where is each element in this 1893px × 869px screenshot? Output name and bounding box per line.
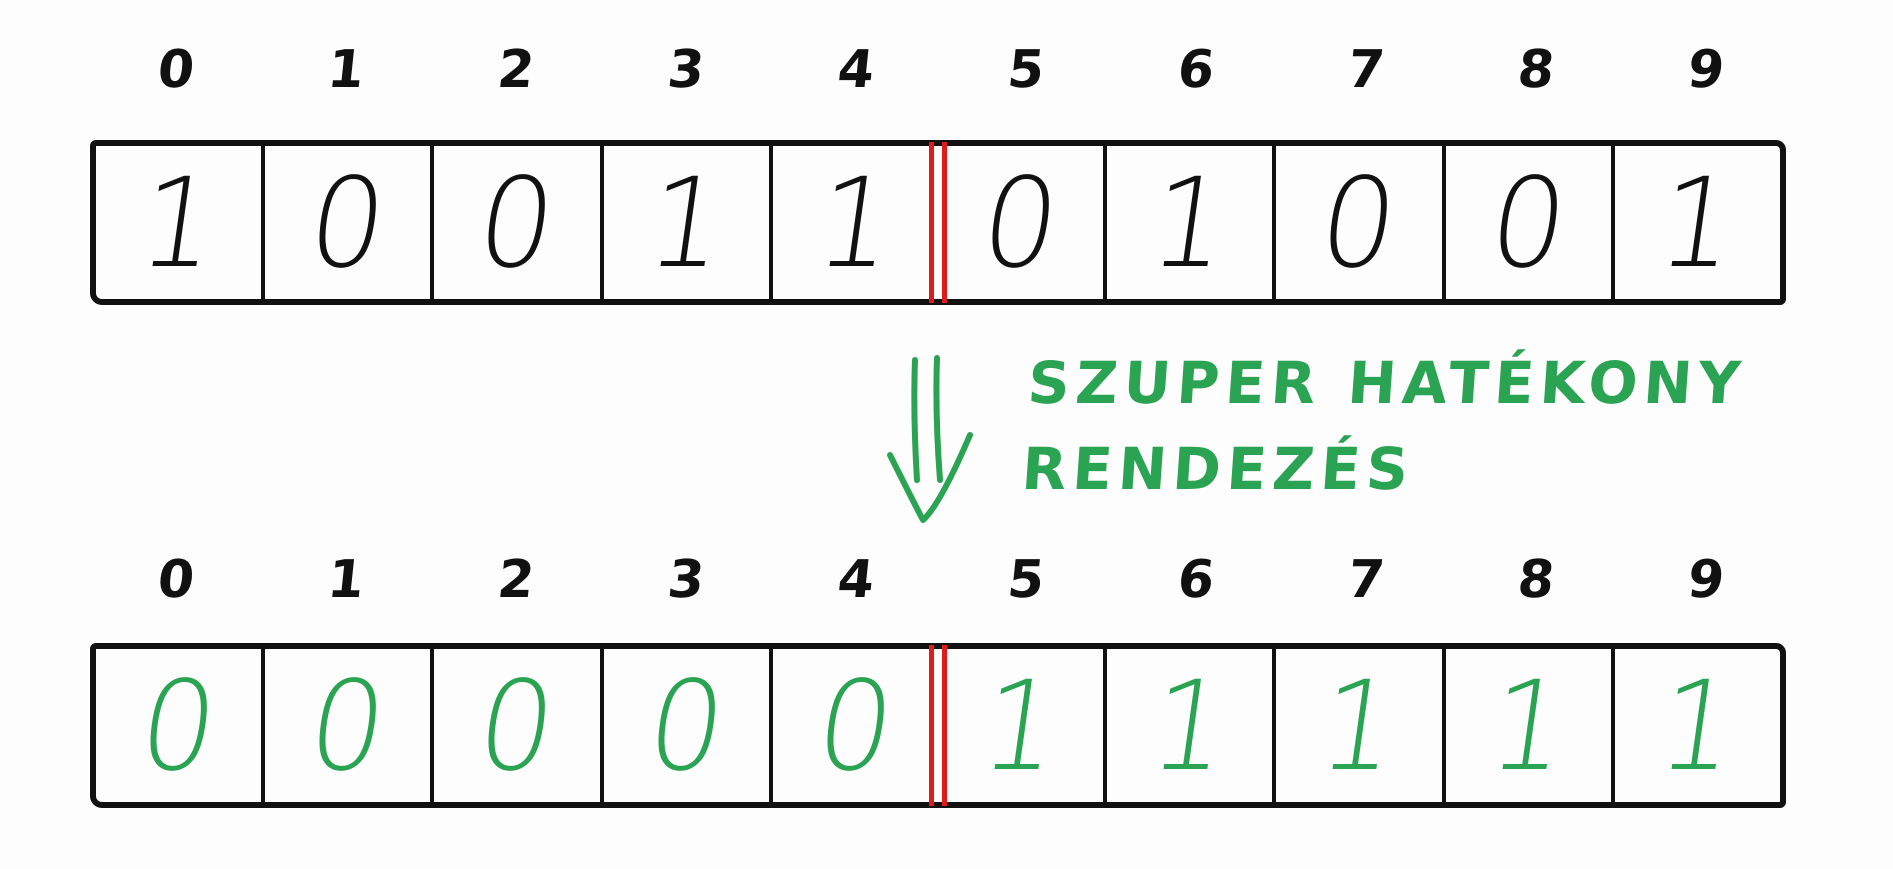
bottom-cell-0: 0	[96, 649, 266, 802]
top-cell-value: 0	[469, 150, 565, 295]
bottom-index-1: 1	[324, 550, 368, 610]
bottom-index-2: 2	[494, 550, 538, 610]
bottom-cell-7: 1	[1276, 649, 1446, 802]
bottom-cell-9: 1	[1615, 649, 1780, 802]
top-index-2: 2	[494, 40, 538, 100]
bottom-index-row: 0 1 2 3 4 5 6 7 8 9	[90, 550, 1790, 630]
bottom-index-8: 8	[1514, 550, 1558, 610]
top-index-0: 0	[154, 40, 198, 100]
bottom-cell-value: 1	[1142, 653, 1238, 798]
top-index-4: 4	[834, 40, 878, 100]
bottom-cell-value: 1	[1311, 653, 1407, 798]
top-cell-7: 0	[1276, 146, 1446, 299]
bottom-cell-1: 0	[265, 649, 435, 802]
caption: SZUPER HATÉKONY RENDEZÉS	[1019, 340, 1749, 512]
top-cell-5: 0	[938, 146, 1108, 299]
top-cell-2: 0	[434, 146, 604, 299]
bottom-cell-4: 0	[773, 645, 948, 806]
top-cell-value: 1	[638, 150, 734, 295]
caption-line-2: RENDEZÉS	[1019, 435, 1417, 503]
bottom-cell-value: 0	[300, 653, 396, 798]
top-cell-6: 1	[1107, 146, 1277, 299]
bottom-cell-value: 0	[130, 653, 227, 798]
top-index-7: 7	[1344, 40, 1388, 100]
bottom-cell-value: 0	[469, 653, 565, 798]
top-cell-1: 0	[265, 146, 435, 299]
top-cell-0: 1	[96, 146, 266, 299]
top-index-1: 1	[324, 40, 368, 100]
bottom-index-9: 9	[1684, 550, 1728, 610]
bottom-cell-value: 1	[1649, 653, 1746, 798]
bottom-index-5: 5	[1004, 550, 1048, 610]
top-cell-9: 1	[1615, 146, 1780, 299]
caption-line-1: SZUPER HATÉKONY	[1025, 349, 1749, 417]
bottom-cell-value: 0	[807, 653, 904, 798]
bottom-cell-2: 0	[434, 649, 604, 802]
bottom-cell-8: 1	[1446, 649, 1615, 802]
top-cell-4: 1	[773, 142, 948, 303]
bottom-index-7: 7	[1344, 550, 1388, 610]
top-index-9: 9	[1684, 40, 1728, 100]
top-cell-value: 1	[807, 150, 904, 295]
top-cell-value: 0	[300, 150, 396, 295]
bottom-cell-6: 1	[1107, 649, 1277, 802]
top-cell-8: 0	[1446, 146, 1615, 299]
bottom-cell-3: 0	[604, 649, 773, 802]
top-cell-value: 0	[1480, 150, 1576, 295]
top-index-3: 3	[664, 40, 708, 100]
top-cell-3: 1	[604, 146, 773, 299]
top-index-6: 6	[1174, 40, 1218, 100]
bottom-cell-value: 1	[1480, 653, 1576, 798]
top-cell-value: 1	[1649, 150, 1746, 295]
bottom-cell-5: 1	[938, 649, 1108, 802]
top-cell-value: 1	[130, 150, 227, 295]
bottom-index-0: 0	[154, 550, 198, 610]
top-cell-value: 1	[1142, 150, 1238, 295]
top-index-5: 5	[1004, 40, 1048, 100]
down-arrow-icon	[887, 355, 973, 523]
bottom-index-4: 4	[834, 550, 878, 610]
top-cell-value: 0	[1311, 150, 1407, 295]
top-cell-value: 0	[972, 150, 1069, 295]
top-index-8: 8	[1514, 40, 1558, 100]
bottom-index-3: 3	[664, 550, 708, 610]
top-index-row: 0 1 2 3 4 5 6 7 8 9	[90, 40, 1790, 120]
bottom-index-6: 6	[1174, 550, 1218, 610]
bottom-cell-value: 1	[972, 653, 1069, 798]
bottom-cell-value: 0	[638, 653, 734, 798]
